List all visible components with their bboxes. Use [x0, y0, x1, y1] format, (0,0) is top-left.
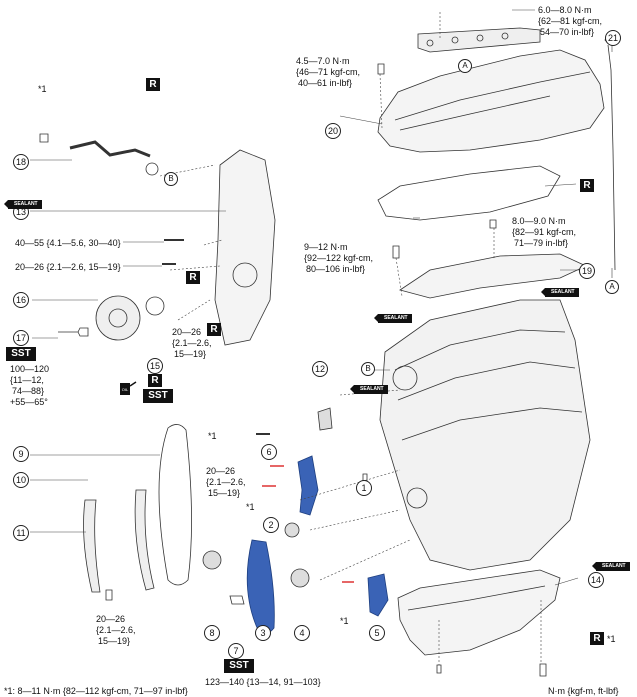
spec-cover-40-55: 40—55 {4.1—5.6, 30—40} [15, 238, 121, 248]
replace-badge-oring: R [146, 78, 160, 91]
water-pipe [69, 140, 151, 158]
spec-cover-left-1: 4.5—7.0 N·m [296, 56, 350, 66]
sealant-badge-pan: SEALANT [592, 562, 630, 571]
spec-mid-bolt-2: {92—122 kgf-cm, [304, 253, 374, 263]
replace-badge-small-bolt: R [207, 323, 221, 336]
chain-guide [83, 499, 101, 593]
spec-mid-bolt-3: 80—106 in-lbf} [306, 264, 366, 274]
spec-cover-left-3: 40—61 in-lbf} [298, 78, 353, 88]
ref-a-dipstick: A [605, 280, 619, 294]
spec-pulley-3: 74—88} [12, 386, 45, 396]
oil-pump-chain-tensioner [367, 573, 389, 617]
callout-15: 15 [147, 358, 163, 374]
sealant-badge-cover: SEALANT [4, 200, 42, 209]
callout-7: 7 [228, 643, 244, 659]
sst-badge-pulley: SST [6, 347, 36, 361]
spec-guide-1: 20—26 [96, 614, 126, 624]
callout-10: 10 [13, 472, 29, 488]
crank-sprocket [284, 522, 300, 538]
crank-pulley [95, 295, 141, 341]
callout-2: 2 [263, 517, 279, 533]
note-star-bracket-bolt: *1 [208, 431, 217, 441]
engine-block [379, 299, 591, 571]
oil-pump-chain [246, 539, 275, 634]
spec-top-cover-3: 54—70 in-lbf} [540, 27, 595, 37]
sealant-badge-block: SEALANT [350, 385, 388, 394]
spec-tensioner-3: 15—19} [208, 488, 241, 498]
spec-guide-3: 15—19} [98, 636, 131, 646]
spec-tensioner-2: {2.1—2.6, [206, 477, 246, 487]
callout-17: 17 [13, 330, 29, 346]
timing-chain [158, 424, 192, 586]
sprocket-bolt [229, 595, 245, 605]
tensioner-arm [134, 489, 155, 591]
spec-pulley-2: {11—12, [10, 375, 44, 385]
callout-4: 4 [294, 625, 310, 641]
footnote: *1: 8—11 N·m {82—112 kgf-cm, 71—97 in-lb… [4, 686, 188, 696]
ref-a-top: A [458, 59, 472, 73]
spec-right-cover-1: 8.0—9.0 N·m [512, 216, 566, 226]
spec-mid-bolt-1: 9—12 N·m [304, 242, 348, 252]
crank-sprocket-lower [202, 550, 222, 570]
callout-14: 14 [588, 572, 604, 588]
replace-badge-cover-bolt: R [186, 271, 200, 284]
spec-small-2: {2.1—2.6, [172, 338, 212, 348]
oil-can-icon: OIL [120, 381, 137, 395]
ref-b-engine: B [361, 362, 375, 376]
callout-21: 21 [605, 30, 621, 46]
callout-18: 18 [13, 154, 29, 170]
callout-20: 20 [325, 123, 341, 139]
spec-guide-2: {2.1—2.6, [96, 625, 136, 635]
tensioner-bracket [317, 407, 333, 431]
callout-5: 5 [369, 625, 385, 641]
note-star-tensioner-bolt: *1 [246, 502, 255, 512]
spec-pulley-1: 100—120 [10, 364, 50, 374]
spec-sprocket-bolt: 123—140 {13—14, 91—103} [205, 677, 321, 687]
sst-badge-seal: SST [143, 389, 173, 403]
replace-badge-pan-bolt: R [590, 632, 604, 645]
spec-top-cover-1: 6.0—8.0 N·m [538, 5, 592, 15]
spec-small-3: 15—19} [174, 349, 207, 359]
callout-19: 19 [579, 263, 595, 279]
sst-badge-sprocket: SST [224, 659, 254, 673]
callout-11: 11 [13, 525, 29, 541]
note-star-pan-bolt: *1 [607, 634, 616, 644]
cylinder-head-cover [377, 49, 605, 153]
sealant-badge-head-top: SEALANT [541, 288, 579, 297]
ref-b-pipe: B [164, 172, 178, 186]
replace-badge-cover-gasket: R [580, 179, 594, 192]
callout-1: 1 [356, 480, 372, 496]
callout-8: 8 [204, 625, 220, 641]
spec-cover-20-26: 20—26 {2.1—2.6, 15—19} [15, 262, 121, 272]
callout-6: 6 [261, 444, 277, 460]
spec-tensioner-1: 20—26 [206, 466, 236, 476]
pulley-bolt [58, 327, 89, 337]
callout-16: 16 [13, 292, 29, 308]
callout-3: 3 [255, 625, 271, 641]
chain-tensioner [297, 455, 319, 516]
oil-pump-sprocket [290, 568, 310, 588]
spec-right-cover-2: {82—91 kgf-cm, [512, 227, 577, 237]
replace-badge-oil-seal: R [148, 374, 162, 387]
callout-9: 9 [13, 446, 29, 462]
note-star-pipe-bolt: *1 [38, 84, 47, 94]
front-oil-seal [145, 296, 165, 316]
oil-label: OIL [122, 387, 129, 392]
timing-chain-cover [214, 149, 276, 346]
units-legend: N·m {kgf-m, ft-lbf} [548, 686, 619, 696]
sealant-badge-head-front: SEALANT [374, 314, 412, 323]
dipstick [607, 44, 616, 271]
note-star-pump-bolt: *1 [340, 616, 349, 626]
spec-top-cover-2: {62—81 kgf-cm, [538, 16, 603, 26]
spec-right-cover-3: 71—79 in-lbf} [514, 238, 569, 248]
top-gasket [417, 27, 541, 53]
spec-cover-left-2: {46—71 kgf-cm, [296, 67, 361, 77]
oil-pan [397, 569, 561, 656]
head-cover-gasket [377, 165, 561, 221]
callout-12: 12 [312, 361, 328, 377]
spec-small-1: 20—26 [172, 327, 202, 337]
spec-pulley-4: +55—65° [10, 397, 48, 407]
